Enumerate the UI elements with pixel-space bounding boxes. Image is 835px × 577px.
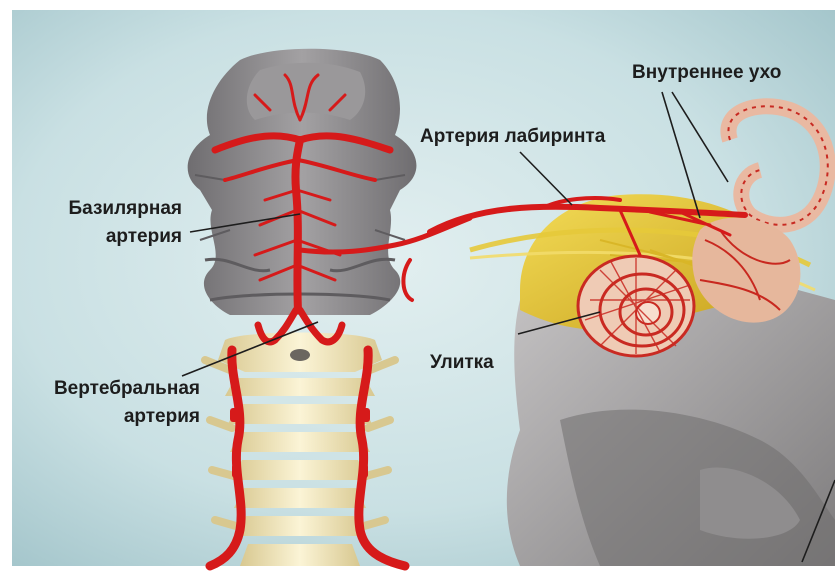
cochlea [578,256,694,356]
label-vertebral-artery-line1: Вертебральная [12,378,200,400]
label-labyrinth-artery: Артерия лабиринта [420,126,605,148]
label-vertebral-artery-line2: артерия [12,406,200,428]
brainstem [188,49,417,315]
label-basilar-artery-line2: артерия [22,226,182,248]
label-cochlea: Улитка [430,352,494,374]
label-inner-ear: Внутреннее ухо [632,62,781,84]
label-basilar-artery-line1: Базилярная [22,198,182,220]
